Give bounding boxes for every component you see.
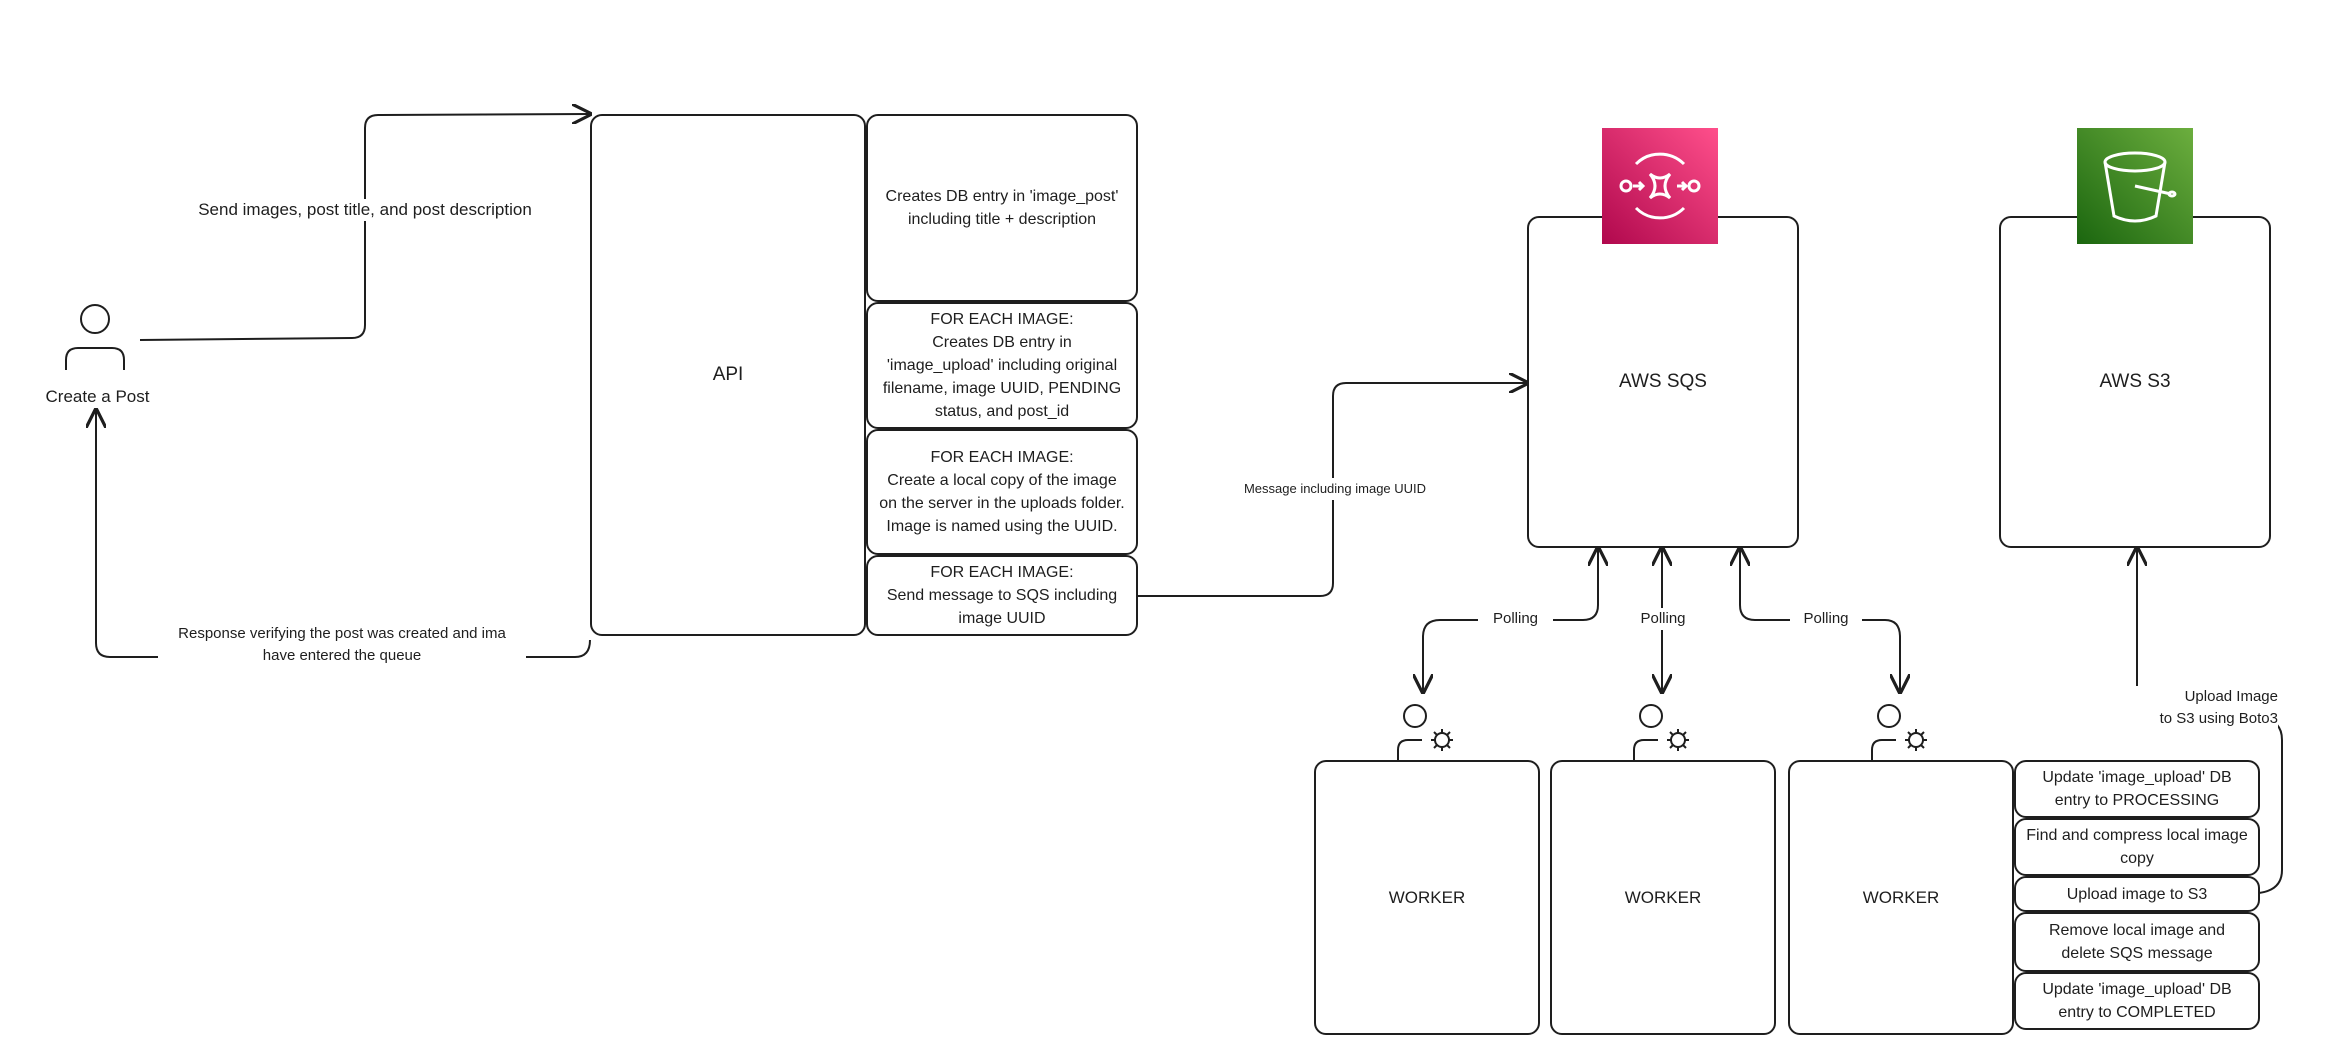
worker-box-1: WORKER [1314, 760, 1540, 1035]
polling-label-left: Polling [1478, 608, 1553, 630]
worker-gear-user-icon [1397, 704, 1453, 760]
worker-gear-user-icon [1633, 704, 1689, 760]
aws-sqs-label: AWS SQS [1619, 371, 1707, 392]
response-arrow [96, 410, 591, 658]
worker-step-2: Find and compress local image copy [2014, 818, 2260, 876]
response-label: Response verifying the post was created … [158, 623, 526, 667]
aws-s3-icon [2077, 128, 2193, 244]
api-step-1: Creates DB entry in 'image_post' includi… [866, 114, 1138, 302]
polling-label-middle: Polling [1628, 608, 1698, 630]
api-box: API [590, 114, 866, 636]
aws-s3-box: AWS S3 [1999, 216, 2271, 548]
worker-step-1: Update 'image_upload' DB entry to PROCES… [2014, 760, 2260, 818]
api-step-2: FOR EACH IMAGE: Creates DB entry in 'ima… [866, 302, 1138, 429]
send-label: Send images, post title, and post descri… [150, 199, 580, 221]
aws-sqs-box: AWS SQS [1527, 216, 1799, 548]
user-icon [65, 304, 125, 370]
actor-label: Create a Post [25, 386, 170, 408]
worker-box-2: WORKER [1550, 760, 1776, 1035]
worker-step-4: Remove local image and delete SQS messag… [2014, 912, 2260, 972]
send-arrow [139, 114, 590, 341]
aws-sqs-icon [1602, 128, 1718, 244]
upload-label: Upload Image to S3 using Boto3 [2128, 686, 2278, 730]
worker-box-3: WORKER [1788, 760, 2014, 1035]
worker-gear-user-icon [1871, 704, 1927, 760]
api-label: API [712, 364, 744, 385]
api-step-4: FOR EACH IMAGE: Send message to SQS incl… [866, 555, 1138, 636]
polling-label-right: Polling [1790, 608, 1862, 630]
worker-step-3: Upload image to S3 [2014, 876, 2260, 912]
worker-step-5: Update 'image_upload' DB entry to COMPLE… [2014, 972, 2260, 1030]
api-step-3: FOR EACH IMAGE: Create a local copy of t… [866, 429, 1138, 555]
aws-s3-label: AWS S3 [2099, 371, 2171, 392]
message-label: Message including image UUID [1240, 478, 1430, 500]
